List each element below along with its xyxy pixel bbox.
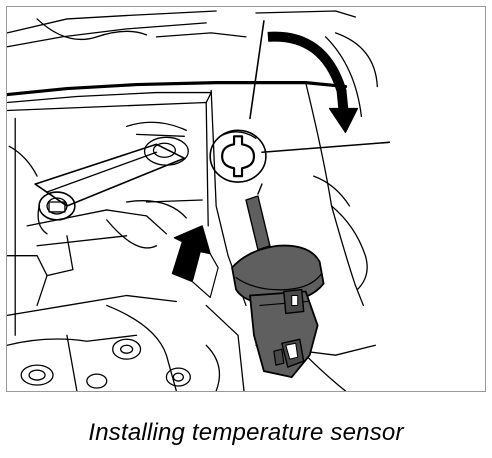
technical-illustration xyxy=(7,10,391,391)
pivot-bolt xyxy=(37,191,76,235)
temperature-sensor xyxy=(231,183,325,378)
cover-bar xyxy=(7,81,348,104)
linkage-rod xyxy=(34,121,189,207)
figure-caption: Installing temperature sensor xyxy=(88,419,404,446)
illustration-frame xyxy=(6,6,486,392)
left-panel xyxy=(7,91,212,336)
lower-bracket xyxy=(26,199,203,277)
rotation-arrow-icon xyxy=(267,31,359,133)
leader-lines xyxy=(249,20,391,154)
insertion-arrow-icon xyxy=(171,225,219,299)
keyhole-slot-icon xyxy=(221,135,256,178)
upper-housing-lines xyxy=(7,10,378,118)
engine-base xyxy=(7,294,376,391)
